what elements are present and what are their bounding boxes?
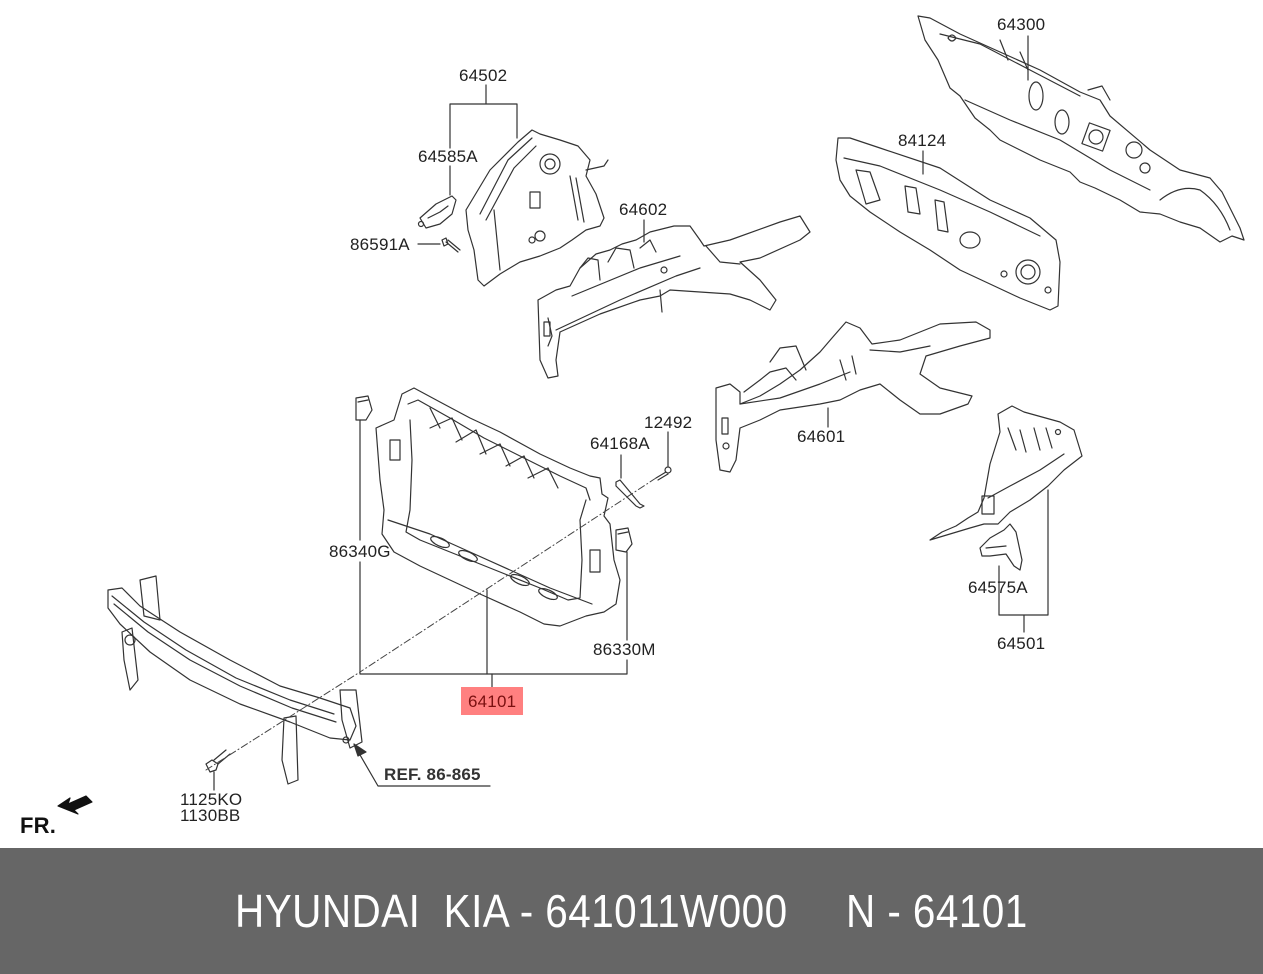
bracket-86340G-drawing [355,395,373,421]
fender-apron-64501-drawing [929,405,1083,541]
part-label-64501[interactable]: 64501 [997,634,1046,653]
part-label-1130BB[interactable]: 1130BB [180,806,241,825]
front-bumper-beam-drawing [107,575,363,785]
bolt-86591A-drawing [441,237,461,253]
side-member-64602-drawing [537,215,811,379]
screw-12492-drawing [655,466,672,481]
reference-note[interactable]: REF. 86-865 [384,765,481,784]
part-label-64575A[interactable]: 64575A [968,578,1028,597]
fender-apron-64502-drawing [465,129,609,287]
part-number-caption: HYUNDAI KIA - 641011W000 N - 64101 [235,885,1028,937]
leader-lines [213,35,1049,791]
part-label-64502[interactable]: 64502 [459,66,508,85]
part-label-86330M[interactable]: 86330M [593,640,656,659]
front-direction-arrow-icon [57,795,93,815]
alignment-lines [205,477,657,771]
part-label-64300[interactable]: 64300 [997,15,1046,34]
gusset-64575A-drawing [979,523,1023,571]
part-label-64101-highlighted[interactable]: 64101 [461,687,524,715]
dash-panel-64300-drawing [917,15,1245,243]
part-label-86591A[interactable]: 86591A [350,235,410,254]
bracket-64585A-drawing [417,195,457,229]
cowl-panel-84124-drawing [835,137,1061,311]
part-label-64602[interactable]: 64602 [619,200,668,219]
part-label-12492[interactable]: 12492 [644,413,693,432]
part-label-84124[interactable]: 84124 [898,131,947,150]
part-label-64601[interactable]: 64601 [797,427,846,446]
parts-line-art [57,15,1245,815]
part-label-64585A[interactable]: 64585A [418,147,478,166]
parts-diagram: 64300 84124 64502 64585A 86591A 64602 64… [20,15,1245,838]
part-label-86340G[interactable]: 86340G [329,542,391,561]
part-label-1125KO[interactable]: 1125KO [180,790,243,809]
bolt-1125KO-drawing [205,749,231,773]
part-label-64168A[interactable]: 64168A [590,434,650,453]
ref-arrow-icon [353,743,367,757]
bracket-86330M-drawing [615,527,633,553]
part-number-banner: HYUNDAI KIA - 641011W000 N - 64101 [0,848,1263,974]
clip-64168A-drawing [615,479,645,509]
side-member-64601-drawing [715,321,991,473]
front-direction-label: FR. [20,813,57,838]
radiator-support-64101-drawing [375,387,621,627]
